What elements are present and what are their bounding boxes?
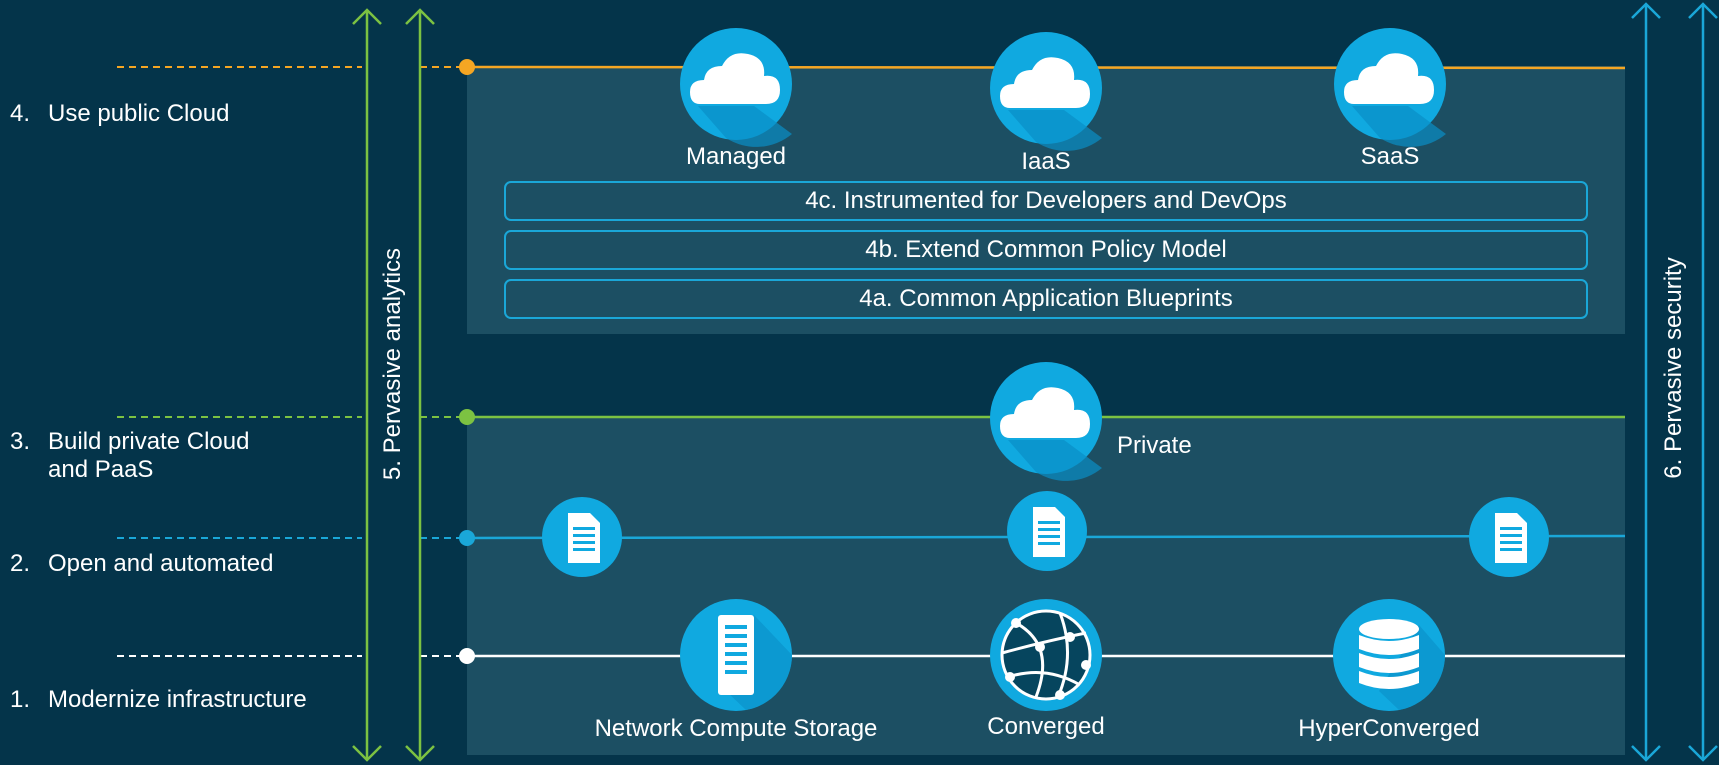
cloud-icon <box>990 362 1102 481</box>
database-icon <box>1333 599 1445 711</box>
cloud-icon <box>1334 28 1446 147</box>
step-2-label: 2. Open and automated <box>10 550 274 578</box>
layer-3-dot <box>459 409 475 425</box>
node-label-iaas: IaaS <box>1021 148 1071 175</box>
step-number: 3. <box>10 428 31 455</box>
layer-1-dot <box>459 648 475 664</box>
band-4a: 4a. Common Application Blueprints <box>504 279 1588 319</box>
step-text: Modernize infrastructure <box>48 686 307 713</box>
layer-4-dot <box>459 59 475 75</box>
server-icon <box>680 599 792 711</box>
node-label-private: Private <box>1117 432 1192 459</box>
node-label-converged: Converged <box>987 713 1105 740</box>
security-arrow-left <box>1631 2 1661 762</box>
step-number: 4. <box>10 100 31 127</box>
node-label-managed: Managed <box>685 143 787 170</box>
pervasive-analytics-label: 5. Pervasive analytics <box>379 247 406 481</box>
band-4c: 4c. Instrumented for Developers and DevO… <box>504 181 1588 221</box>
node-label-hyperconverged: HyperConverged <box>1298 715 1480 742</box>
pervasive-security-label: 6. Pervasive security <box>1660 257 1687 479</box>
document-icon <box>1007 491 1087 571</box>
globe-network-icon <box>990 599 1102 711</box>
cloud-icon <box>680 28 792 147</box>
document-icon <box>1469 497 1549 577</box>
step-text-line-1: Build private Cloud <box>48 428 250 455</box>
step-text: Use public Cloud <box>48 100 230 127</box>
step-4-label: 4. Use public Cloud <box>10 100 229 128</box>
step-1-label: 1. Modernize infrastructure <box>10 686 307 714</box>
step-number: 2. <box>10 550 31 577</box>
step-text-line-2: and PaaS <box>48 456 154 483</box>
layer-2-dot <box>459 530 475 546</box>
analytics-arrow-right <box>405 8 435 762</box>
node-label-network-compute-storage: Network Compute Storage <box>594 715 878 742</box>
security-arrow-right <box>1688 2 1718 762</box>
cloud-icon <box>990 32 1102 151</box>
analytics-arrow-left <box>352 8 382 762</box>
step-text: Open and automated <box>48 550 274 577</box>
step-number: 1. <box>10 686 31 713</box>
document-icon <box>542 497 622 577</box>
band-4b: 4b. Extend Common Policy Model <box>504 230 1588 270</box>
node-label-saas: SaaS <box>1360 143 1420 170</box>
